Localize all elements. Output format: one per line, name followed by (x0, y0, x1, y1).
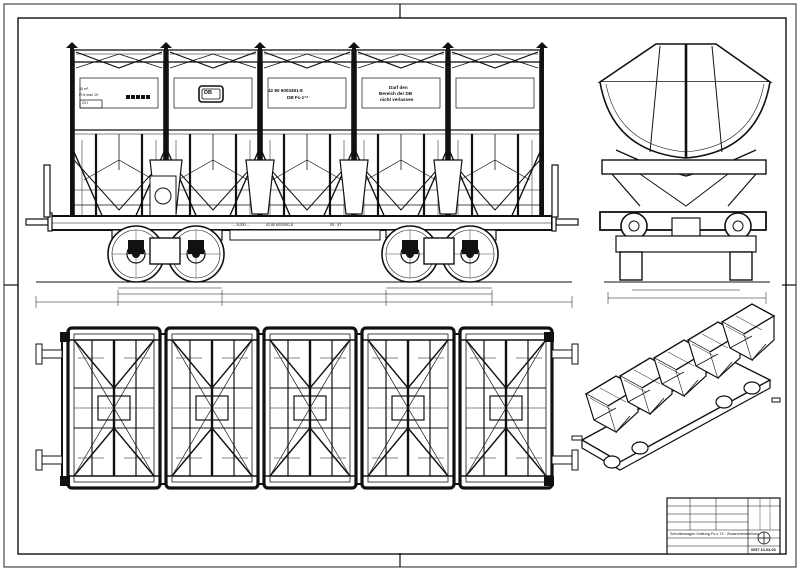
side-view-dimensions (35, 287, 573, 308)
axle-boxes (128, 240, 478, 254)
isometric-view (571, 303, 781, 471)
weight-box-label: 23 t (82, 101, 88, 105)
railway-emblem-icon (757, 531, 771, 545)
handbrake-wheel (154, 187, 172, 205)
title-block (666, 497, 781, 555)
wagon-class-label: DB Fc-z⁷⁴ (287, 95, 309, 100)
notice-line-3: nicht verlassen (380, 97, 414, 102)
top-view-corners (60, 332, 554, 486)
frame-mark-right: 00 · 97 (330, 223, 342, 227)
db-logo-text: DB (204, 90, 212, 96)
frame-number-label: 42 80 6003491-8 (266, 223, 294, 227)
side-elevation-view (25, 42, 579, 308)
notice-line-1: Darf den (389, 85, 408, 90)
series-code-label: Ft 6 max 19 (79, 93, 98, 97)
db-logo-icon (198, 85, 224, 103)
wagon-number-label: 42 80 6003491-8 (268, 88, 303, 93)
iso-wheels (603, 381, 761, 469)
drawing-number: 0057 10-03-00 (751, 548, 776, 552)
iso-buffers (571, 397, 781, 441)
hand-wheel-box (149, 175, 177, 217)
end-elevation-view (597, 43, 773, 304)
title-block-title: Schotterwagen Gattung Fc-z 74 · Zusammen… (670, 532, 760, 536)
top-view-buffers (35, 343, 579, 471)
post-caps (66, 42, 548, 48)
frame-length-mark: ↔ 6,000 ↔ (232, 223, 251, 227)
capacity-label: 35 m³ (79, 87, 89, 91)
notice-line-2: Bereich der DB (379, 91, 413, 96)
inner-frame (17, 17, 787, 555)
rating-grid (126, 95, 150, 99)
bogie-frames (149, 237, 455, 265)
top-plan-view (35, 326, 579, 490)
